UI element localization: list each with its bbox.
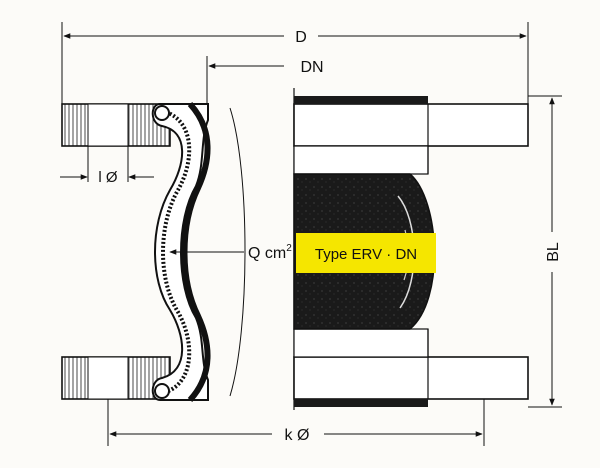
right-exterior-view xyxy=(293,96,529,407)
dimension-hole-diameter: l Ø xyxy=(60,146,154,186)
label-d: D xyxy=(295,29,307,46)
dimension-dn: DN xyxy=(206,56,324,104)
top-flange-right xyxy=(293,103,529,147)
label-area-superscript: 2 xyxy=(286,243,292,254)
dimension-bolt-circle: k Ø xyxy=(107,399,485,446)
label-dn: DN xyxy=(300,59,323,76)
bottom-flange-right xyxy=(293,356,529,400)
label-area: Q cm2 xyxy=(248,243,292,262)
dimension-bl: BL xyxy=(528,95,562,408)
label-hole-diameter: l Ø xyxy=(98,169,118,186)
label-area-main: Q cm xyxy=(248,245,286,262)
area-label-group: Q cm2 xyxy=(169,243,292,262)
label-bolt-circle: k Ø xyxy=(285,427,310,444)
type-badge-box xyxy=(296,233,436,273)
label-bl: BL xyxy=(545,242,562,262)
type-badge-text: Type ERV · DN xyxy=(315,246,417,263)
dimension-d: D xyxy=(61,22,529,104)
type-badge: Type ERV · DN xyxy=(296,233,436,273)
